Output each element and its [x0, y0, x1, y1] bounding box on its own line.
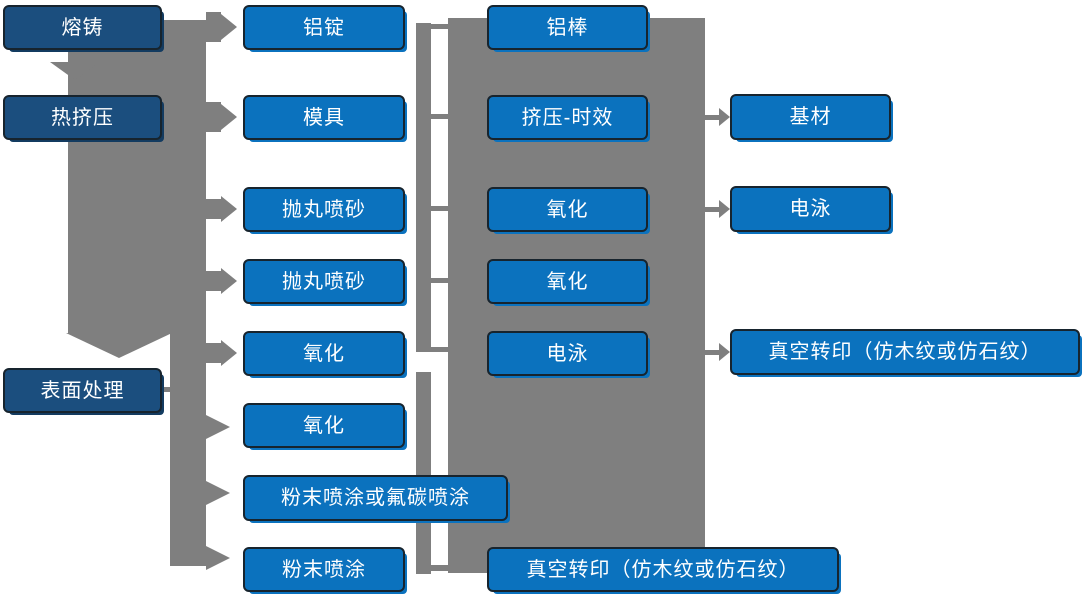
stage-node-surface-treatment: 表面处理: [3, 368, 162, 413]
down-arrowhead-to-surface-treatment: [66, 333, 172, 358]
node-shot-blasting-1: 抛丸喷砂: [243, 187, 405, 232]
trunk-connector-lower: [170, 333, 206, 566]
branch-stem-4: [206, 271, 221, 291]
node-label: 抛丸喷砂: [282, 270, 366, 293]
node-label: 铝棒: [546, 16, 589, 39]
node-base-material: 基材: [730, 94, 891, 140]
branch-arrowhead-5: [221, 340, 237, 366]
node-electrophoresis-2: 电泳: [730, 186, 891, 232]
node-shot-blasting-2: 抛丸喷砂: [243, 259, 405, 304]
node-label: 挤压-时效: [521, 106, 614, 129]
bus-line-lower: [416, 372, 431, 574]
node-powder-coating: 粉末喷涂: [243, 547, 405, 592]
bus-tick-2: [431, 114, 448, 119]
node-aluminum-ingot: 铝锭: [243, 5, 405, 50]
bus-tick-4: [431, 278, 448, 283]
bus-tick-1: [431, 24, 448, 29]
node-oxidation-3: 氧化: [487, 187, 648, 232]
node-label: 粉末喷涂: [282, 558, 366, 581]
down-arrowhead-to-hot-extrusion: [50, 62, 100, 80]
branch-arrowhead-7: [206, 481, 230, 505]
node-label: 铝锭: [303, 16, 345, 39]
output-arrowhead-3: [719, 343, 730, 361]
node-label: 粉末喷涂或氟碳喷涂: [281, 487, 470, 509]
surface-treatment-link: [158, 387, 174, 392]
node-label: 氧化: [303, 414, 345, 437]
bus-line-upper: [416, 23, 431, 352]
node-label: 氧化: [546, 198, 589, 221]
output-arrowhead-2: [719, 200, 730, 218]
node-mold: 模具: [243, 95, 405, 140]
node-label: 氧化: [303, 342, 345, 365]
node-label: 基材: [789, 106, 832, 128]
node-label: 抛丸喷砂: [282, 198, 366, 221]
bus-tick-3: [431, 206, 448, 211]
node-powder-or-fluorocarbon-coating: 粉末喷涂或氟碳喷涂: [243, 475, 508, 521]
stage-node-label: 熔铸: [61, 16, 104, 39]
output-arrow-stem-1: [705, 115, 719, 120]
node-electrophoresis-1: 电泳: [487, 331, 648, 376]
node-label: 真空转印（仿木纹或仿石纹）: [526, 558, 800, 581]
branch-arrowhead-1: [221, 14, 237, 40]
bus-tick-5: [431, 347, 448, 352]
node-oxidation-1: 氧化: [243, 331, 405, 376]
node-label: 电泳: [546, 342, 589, 365]
branch-stem-3: [206, 199, 221, 219]
branch-stem-5: [206, 343, 221, 363]
node-oxidation-4: 氧化: [487, 259, 648, 304]
branch-arrowhead-2: [221, 104, 237, 130]
branch-arrowhead-8: [206, 546, 230, 570]
stage-node-label: 表面处理: [40, 379, 125, 402]
stage-node-label: 热挤压: [51, 106, 114, 129]
node-extrusion-aging: 挤压-时效: [487, 95, 648, 140]
output-arrow-stem-2: [705, 207, 719, 212]
output-arrow-stem-3: [705, 350, 719, 355]
branch-stem-1: [206, 12, 221, 42]
branch-stem-2: [206, 102, 221, 132]
output-arrowhead-1: [719, 108, 730, 126]
node-vacuum-transfer-print-1: 真空转印（仿木纹或仿石纹）: [487, 547, 839, 592]
stage-node-melting-casting: 熔铸: [3, 5, 162, 50]
node-oxidation-2: 氧化: [243, 403, 405, 448]
node-label: 氧化: [546, 270, 589, 293]
node-vacuum-transfer-print-2: 真空转印（仿木纹或仿石纹）: [730, 329, 1080, 375]
branch-arrowhead-3: [221, 196, 237, 222]
stage-node-hot-extrusion: 热挤压: [3, 95, 162, 140]
node-label: 模具: [303, 106, 345, 129]
node-aluminum-rod: 铝棒: [487, 5, 648, 50]
branch-arrowhead-6: [206, 415, 230, 439]
node-label: 电泳: [789, 198, 832, 220]
branch-arrowhead-4: [221, 268, 237, 294]
node-label: 真空转印（仿木纹或仿石纹）: [768, 341, 1042, 363]
